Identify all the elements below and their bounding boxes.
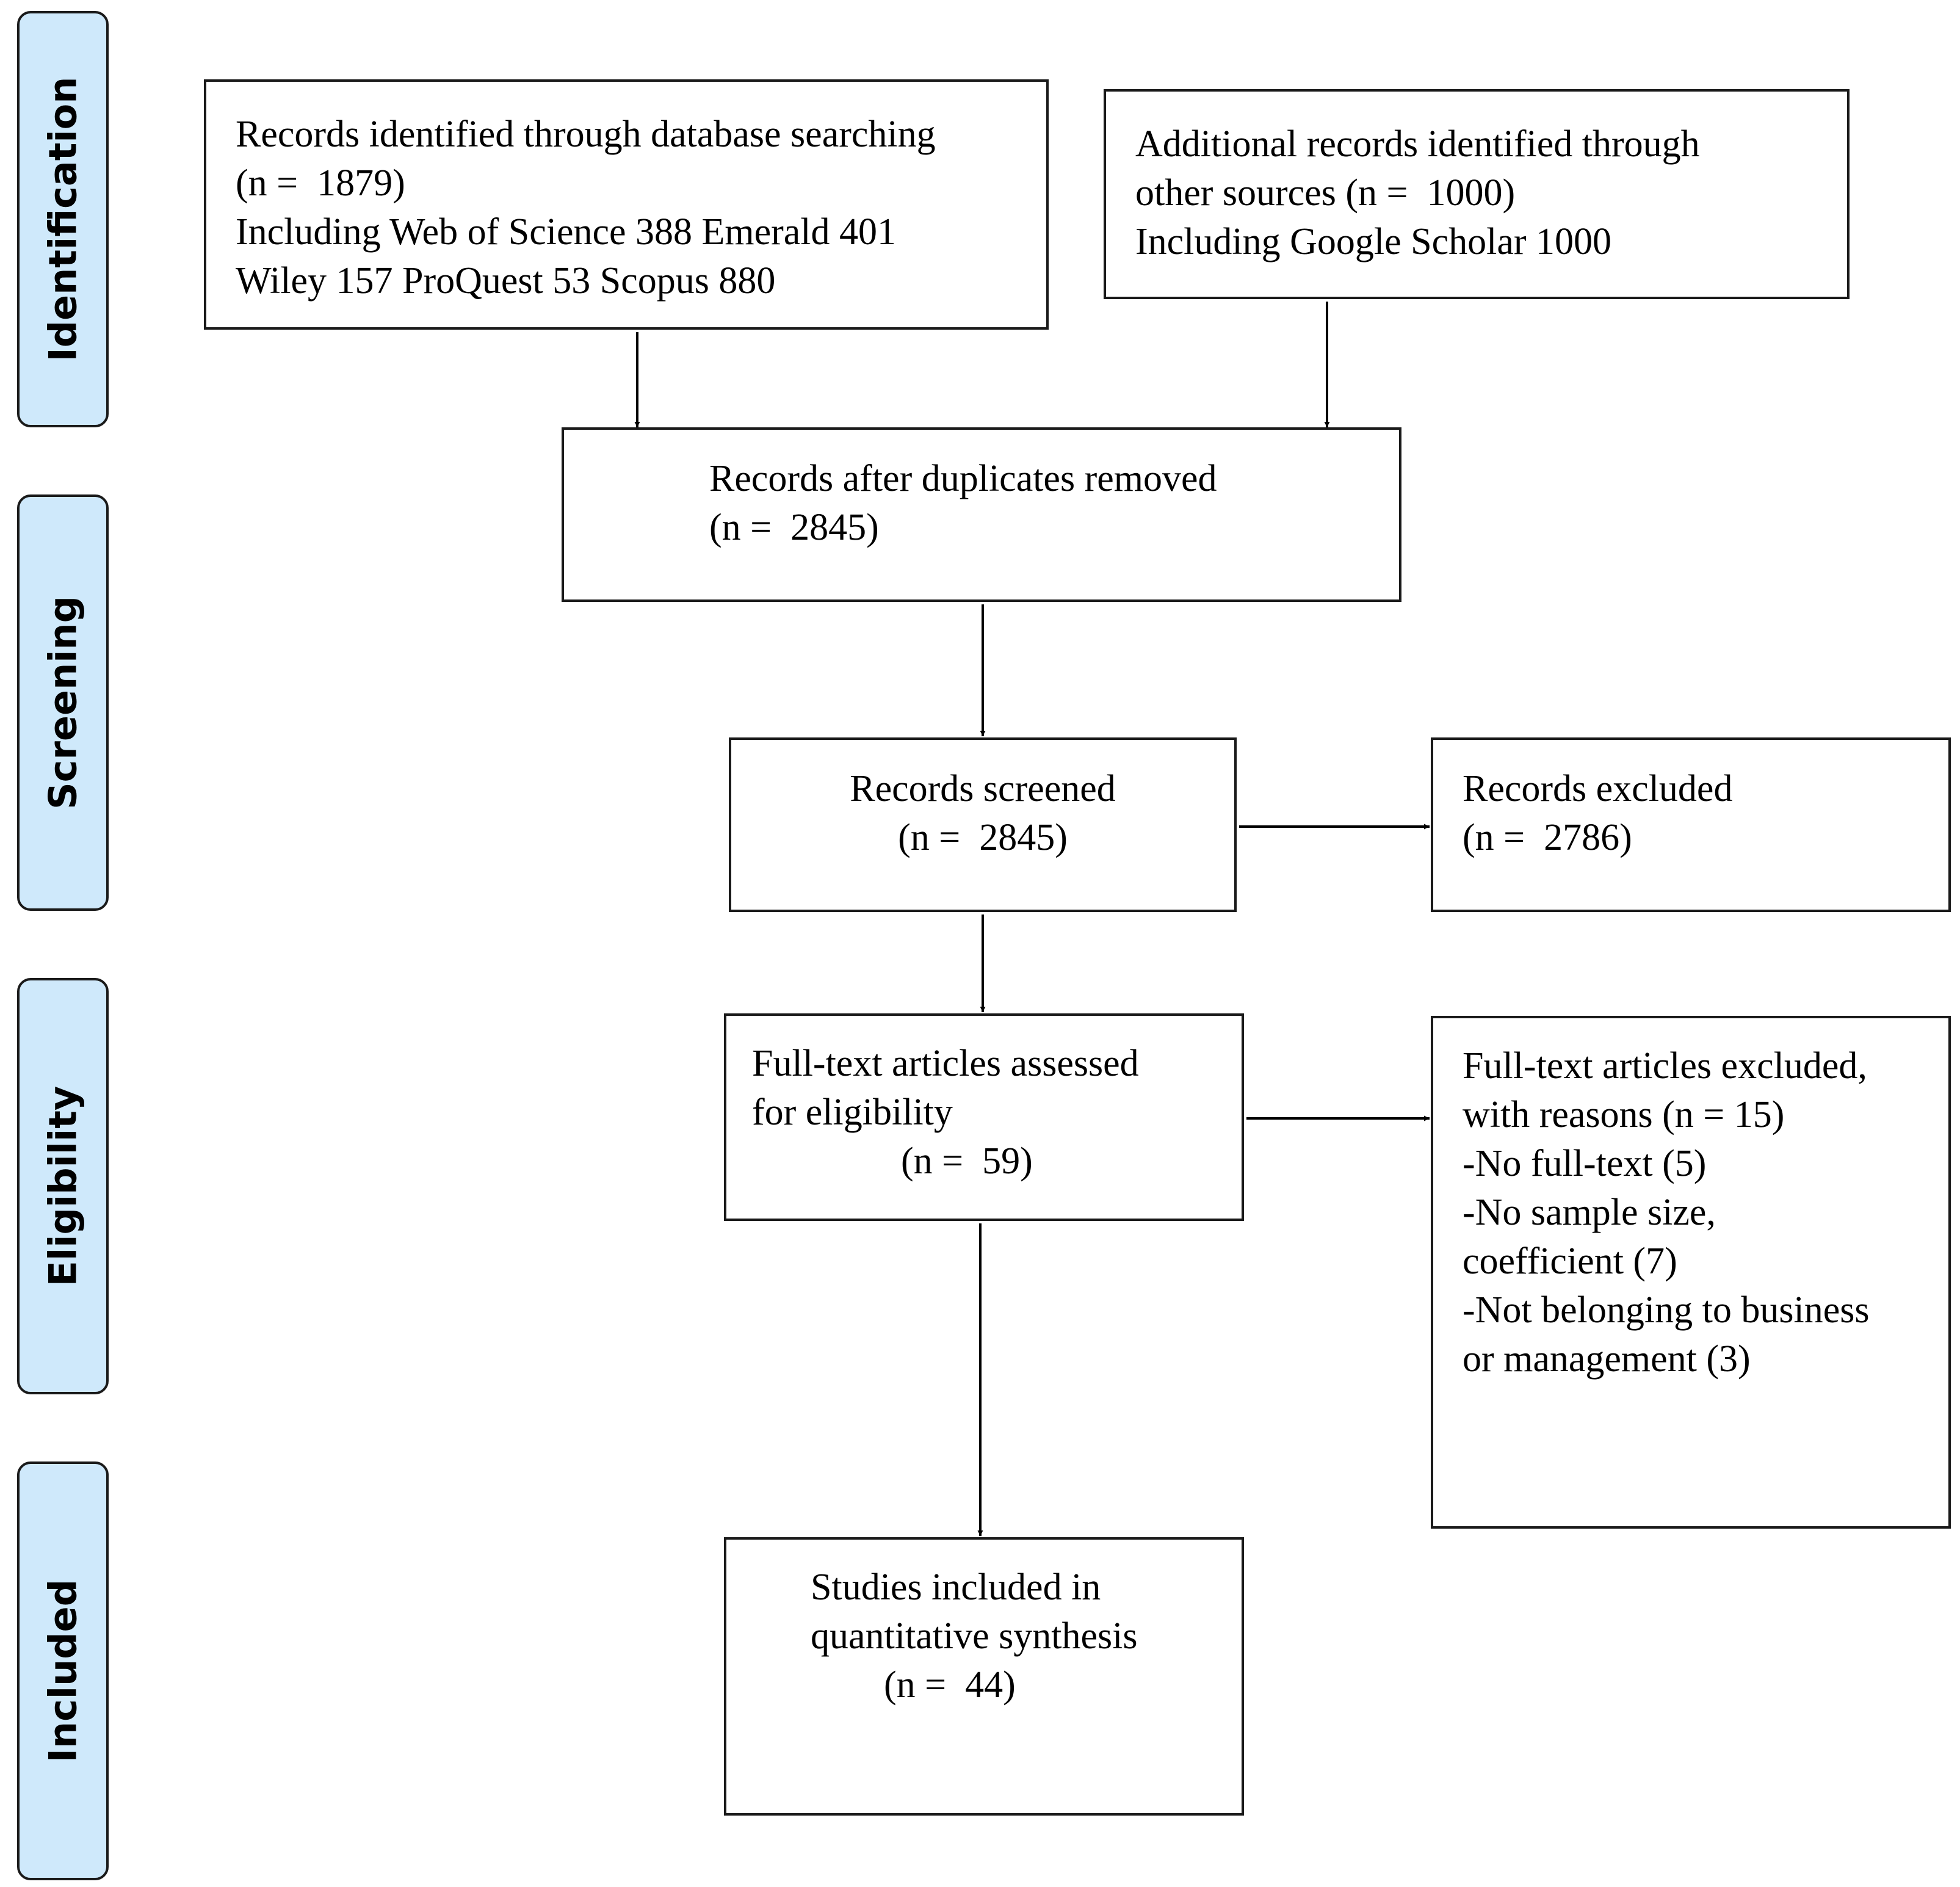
studies-included-line-3: (n = 44) [884,1664,1016,1706]
duplicates-removed-line-1: Records after duplicates removed [709,458,1217,499]
fulltext-excluded-line-2: with reasons (n = 15) [1463,1094,1785,1135]
stage-identification: Identification [17,11,109,427]
fulltext-excluded-box: Full-text articles excluded, with reason… [1431,1016,1951,1529]
records-screened-line-2: (n = 2845) [898,817,1068,858]
additional-records-line-1: Additional records identified through [1135,123,1700,165]
studies-included-line-1: Studies included in [811,1566,1101,1608]
studies-included-box: Studies included in quantitative synthes… [724,1537,1244,1816]
stage-screening: Screening [17,494,109,911]
stage-included: Included [17,1461,109,1880]
records-excluded-line-2: (n = 2786) [1463,817,1632,858]
studies-included-line-2: quantitative synthesis [811,1615,1138,1657]
database-records-line-2: (n = 1879) [236,162,405,204]
fulltext-excluded-line-1: Full-text articles excluded, [1463,1045,1867,1087]
fulltext-assessed-line-3: (n = 59) [901,1140,1033,1182]
fulltext-assessed-box: Full-text articles assessed for eligibil… [724,1013,1244,1221]
fulltext-excluded-line-3: -No full-text (5) [1463,1143,1707,1184]
additional-records-box: Additional records identified through ot… [1104,89,1850,299]
duplicates-removed-line-2: (n = 2845) [709,507,879,548]
database-records-box: Records identified through database sear… [204,79,1049,330]
fulltext-excluded-line-4: -No sample size, [1463,1192,1716,1233]
stage-eligibility: Eligibility [17,978,109,1394]
additional-records-line-3: Including Google Scholar 1000 [1135,221,1612,263]
fulltext-excluded-line-5: coefficient (7) [1463,1240,1677,1282]
additional-records-line-2: other sources (n = 1000) [1135,172,1516,214]
records-screened-line-1: Records screened [850,768,1116,809]
duplicates-removed-box: Records after duplicates removed (n = 28… [562,427,1401,602]
fulltext-assessed-line-1: Full-text articles assessed [752,1043,1139,1084]
records-excluded-box: Records excluded (n = 2786) [1431,737,1951,912]
records-screened-box: Records screened (n = 2845) [729,737,1237,912]
fulltext-excluded-line-7: or management (3) [1463,1338,1751,1380]
fulltext-assessed-line-2: for eligibility [752,1092,953,1133]
database-records-line-1: Records identified through database sear… [236,114,936,155]
database-records-line-4: Wiley 157 ProQuest 53 Scopus 880 [236,260,776,302]
fulltext-excluded-line-6: -Not belonging to business [1463,1289,1870,1331]
database-records-line-3: Including Web of Science 388 Emerald 401 [236,211,897,253]
records-excluded-line-1: Records excluded [1463,768,1733,809]
